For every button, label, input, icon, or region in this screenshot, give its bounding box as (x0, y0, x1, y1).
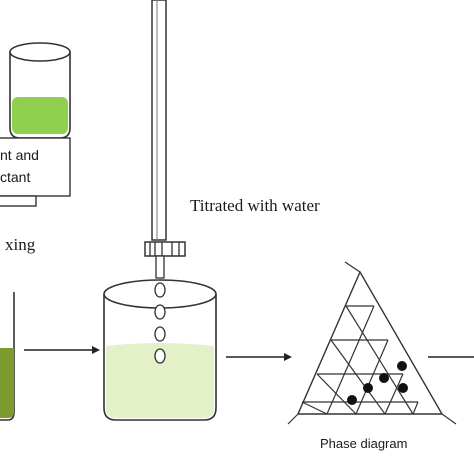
arrow-right-icon (24, 346, 100, 354)
beaker-left-icon (0, 292, 15, 421)
green-liquid (12, 97, 68, 134)
titrated-label: Titrated with water (190, 196, 320, 215)
phase-point (398, 383, 408, 393)
pale-green-liquid (106, 343, 214, 418)
burette-icon (144, 0, 186, 279)
arrow-right-icon (226, 353, 292, 361)
test-tube-icon (9, 42, 71, 139)
phase-point (363, 383, 373, 393)
droplet (154, 282, 166, 298)
box-line-2: ctant (0, 169, 30, 185)
phase-point (347, 395, 357, 405)
ternary-phase-diagram-icon (287, 261, 457, 425)
droplet (154, 326, 166, 342)
droplet (154, 348, 166, 364)
phase-points (347, 361, 408, 405)
phase-diagram-label: Phase diagram (320, 436, 407, 451)
phase-point (379, 373, 389, 383)
phase-point (397, 361, 407, 371)
droplet (154, 304, 166, 320)
component-label-box: nt and ctant (0, 137, 71, 207)
water-droplets (154, 282, 166, 364)
box-line-1: nt and (0, 147, 39, 163)
mixing-label: xing (5, 235, 36, 254)
